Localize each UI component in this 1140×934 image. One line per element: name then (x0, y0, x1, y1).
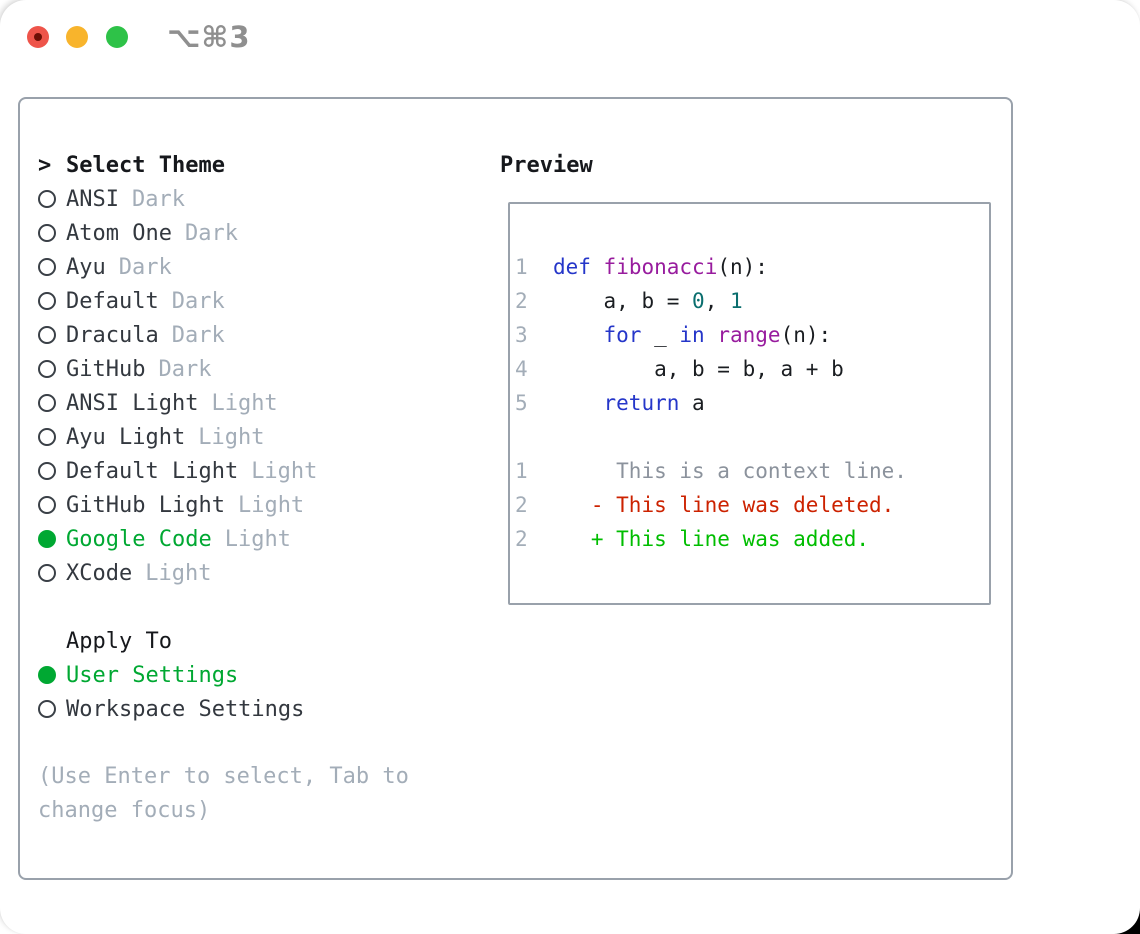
code-preview: 1 def fibonacci(n): 2 a, b = 0, 1 3 for _ … (515, 250, 989, 420)
record-dot-icon (34, 33, 42, 41)
code-line: 3 for _ in range(n): (515, 323, 832, 347)
theme-option[interactable]: Google Code Light (38, 522, 409, 556)
keyboard-hint-text: (Use Enter to select, Tab to change focus… (38, 760, 409, 828)
line-number: 4 (515, 357, 528, 381)
line-number: 3 (515, 323, 528, 347)
option-variant-label: Dark (171, 288, 225, 314)
theme-option[interactable]: GitHub Light Light (38, 488, 409, 522)
radio-unselected-icon (38, 292, 66, 310)
line-number: 1 (515, 459, 528, 483)
theme-option[interactable]: Atom One Dark (38, 216, 409, 250)
option-variant-label: Dark (171, 322, 225, 348)
focus-chevron-icon: > (38, 152, 52, 178)
line-number: 1 (515, 255, 528, 279)
theme-option[interactable]: ANSI Light Light (38, 386, 409, 420)
option-label: XCode (66, 560, 133, 586)
window-shortcut-label: ⌥⌘3 (167, 20, 251, 54)
apply-option[interactable]: User Settings (38, 658, 409, 692)
radio-unselected-icon (38, 224, 66, 242)
diff-text: - This line was deleted. (527, 493, 895, 517)
minimize-button[interactable] (66, 26, 88, 48)
option-label: Default Light (66, 458, 239, 484)
preview-title: Preview (500, 152, 593, 178)
theme-option[interactable]: Default Light Light (38, 454, 409, 488)
option-label: Default (66, 288, 159, 314)
option-label: User Settings (66, 662, 239, 688)
hint-line: (Use Enter to select, Tab to (38, 764, 409, 789)
radio-unselected-icon (38, 394, 66, 412)
radio-unselected-icon (38, 428, 66, 446)
diff-line: 2 + This line was added. (515, 522, 989, 556)
theme-option[interactable]: XCode Light (38, 556, 409, 590)
line-number: 2 (515, 493, 528, 517)
diff-text: + This line was added. (527, 527, 870, 551)
apply-to-title: Apply To (66, 628, 172, 654)
theme-option[interactable]: GitHub Dark (38, 352, 409, 386)
radio-unselected-icon (38, 360, 66, 378)
diff-line: 1 This is a context line. (515, 454, 989, 488)
code-line: 5 return a (515, 391, 705, 415)
theme-option[interactable]: ANSI Dark (38, 182, 409, 216)
option-variant-label: Dark (131, 186, 185, 212)
theme-option[interactable]: Dracula Dark (38, 318, 409, 352)
option-variant-label: Light (251, 458, 318, 484)
option-variant-label: Dark (184, 220, 238, 246)
select-theme-title: Select Theme (66, 152, 225, 178)
option-variant-label: Light (198, 424, 265, 450)
line-number: 2 (515, 289, 528, 313)
theme-option[interactable]: Default Dark (38, 284, 409, 318)
theme-option[interactable]: Ayu Dark (38, 250, 409, 284)
option-label: Google Code (66, 526, 212, 552)
option-variant-label: Light (224, 526, 291, 552)
radio-unselected-icon (38, 326, 66, 344)
close-button[interactable] (27, 26, 49, 48)
option-label: Dracula (66, 322, 159, 348)
line-number: 5 (515, 391, 528, 415)
radio-selected-icon (38, 666, 66, 684)
theme-option[interactable]: Ayu Light Light (38, 420, 409, 454)
radio-selected-icon (38, 530, 66, 548)
option-label: ANSI Light (66, 390, 199, 416)
radio-unselected-icon (38, 496, 66, 514)
option-variant-label: Dark (158, 356, 212, 382)
option-label: Ayu Light (66, 424, 186, 450)
option-variant-label: Light (211, 390, 278, 416)
preview-box: 1 def fibonacci(n): 2 a, b = 0, 1 3 for _ … (508, 202, 991, 605)
diff-preview: 1 This is a context line.2 - This line w… (515, 454, 989, 556)
option-label: GitHub (66, 356, 146, 382)
option-variant-label: Dark (118, 254, 172, 280)
line-number: 2 (515, 527, 528, 551)
zoom-button[interactable] (106, 26, 128, 48)
apply-to-header: Apply To (38, 624, 409, 658)
option-label: Workspace Settings (66, 696, 305, 722)
radio-unselected-icon (38, 190, 66, 208)
code-line: 2 a, b = 0, 1 (515, 289, 743, 313)
radio-unselected-icon (38, 462, 66, 480)
select-theme-header: > Select Theme (38, 148, 409, 182)
option-label: Ayu (66, 254, 106, 280)
option-label: Atom One (66, 220, 172, 246)
radio-unselected-icon (38, 700, 66, 718)
option-label: GitHub Light (66, 492, 225, 518)
radio-unselected-icon (38, 258, 66, 276)
apply-option[interactable]: Workspace Settings (38, 692, 409, 726)
code-line: 1 def fibonacci(n): (515, 255, 768, 279)
preview-spacer (515, 420, 989, 454)
radio-unselected-icon (38, 564, 66, 582)
diff-line: 2 - This line was deleted. (515, 488, 989, 522)
option-variant-label: Light (237, 492, 305, 518)
option-variant-label: Light (145, 560, 212, 586)
option-label: ANSI (66, 186, 119, 212)
diff-text: This is a context line. (527, 459, 907, 483)
hint-line: change focus) (38, 798, 211, 823)
code-line: 4 a, b = b, a + b (515, 357, 844, 381)
